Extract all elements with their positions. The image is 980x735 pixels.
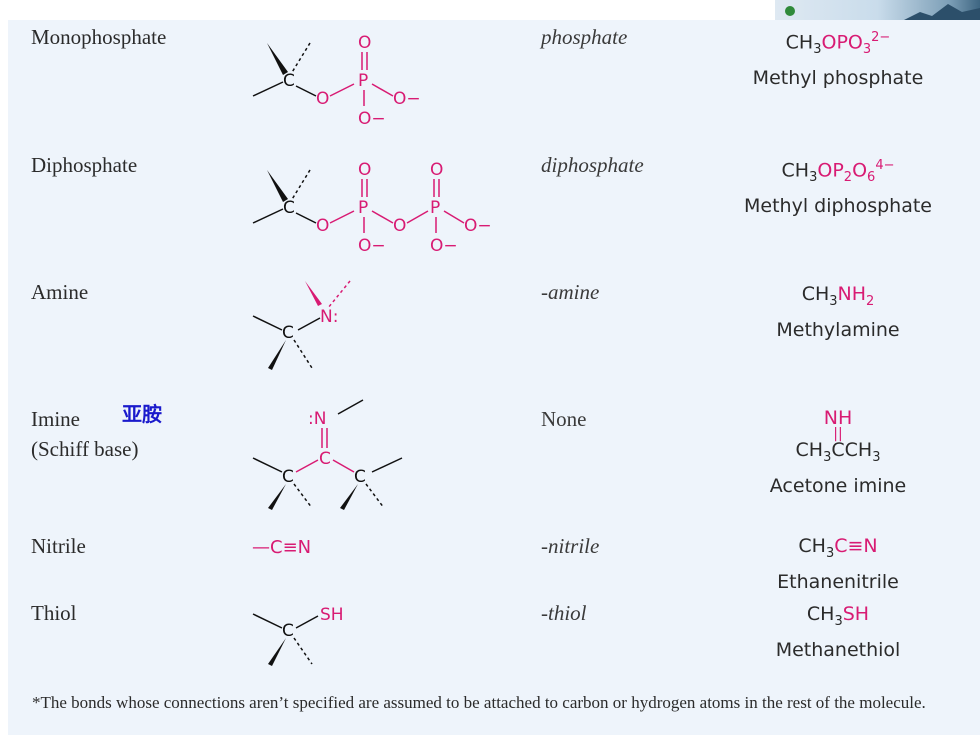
svg-text:C: C (282, 467, 294, 487)
svg-text:O: O (430, 160, 443, 180)
group-name-thiol: Thiol (31, 601, 77, 625)
example-methylamine: CH3NH2 Methylamine (776, 283, 900, 341)
example-methyl-diphosphate: CH3OP2O64− Methyl diphosphate (744, 158, 932, 218)
monophosphate-structure: C O P O O− O− (252, 33, 421, 129)
example-methanethiol: CH3SH Methanethiol (775, 603, 901, 661)
mountain-graphic (900, 4, 980, 22)
example-ethanenitrile: CH3C≡N Ethanenitrile (777, 535, 899, 593)
svg-text::N: :N (308, 409, 326, 429)
svg-text:O: O (358, 160, 371, 180)
suffix-diphosphate: diphosphate (541, 153, 644, 177)
svg-text:O−: O− (464, 216, 492, 236)
svg-text:C: C (354, 467, 366, 487)
example-acetone-imine: NH || CH3CCH3 Acetone imine (769, 407, 907, 497)
svg-text:O−: O− (358, 109, 386, 129)
suffix-phosphate: phosphate (541, 25, 628, 49)
svg-text:O: O (316, 89, 329, 109)
suffix-none: None (541, 407, 587, 431)
svg-text:P: P (358, 71, 368, 91)
svg-text:C: C (282, 323, 294, 343)
svg-text:—C≡N: —C≡N (252, 537, 311, 558)
svg-text:O−: O− (393, 89, 421, 109)
chinese-annotation: 亚胺 (122, 402, 162, 426)
formula-methyl-phosphate: CH3OPO32− (785, 30, 891, 58)
example-methyl-phosphate: CH3OPO32− Methyl phosphate (708, 27, 968, 89)
imine-structure: :N C C C (252, 399, 403, 510)
group-name-monophosphate: Monophosphate (31, 25, 167, 49)
nitrile-structure: —C≡N (252, 537, 311, 558)
suffix-thiol: -thiol (541, 601, 587, 625)
svg-text:O: O (393, 216, 406, 236)
svg-text:C: C (319, 449, 331, 469)
group-name-imine: Imine (31, 407, 80, 431)
svg-text:N:: N: (320, 307, 338, 327)
svg-text:C: C (282, 621, 294, 641)
svg-text:C: C (283, 198, 295, 218)
svg-text:O: O (358, 33, 371, 53)
carbon-label: C (283, 71, 295, 91)
svg-text:O: O (316, 216, 329, 236)
logo-emblem-icon (785, 6, 795, 16)
group-name-schiff-base: (Schiff base) (31, 437, 139, 461)
diphosphate-structure: C O P O O− O P O O− O− (252, 160, 492, 256)
footnote: *The bonds whose connections aren’t spec… (32, 693, 926, 712)
svg-text:O−: O− (430, 236, 458, 256)
svg-text:SH: SH (320, 605, 344, 625)
suffix-nitrile: -nitrile (541, 534, 600, 558)
svg-text:P: P (430, 198, 440, 218)
amine-structure: N: C (252, 280, 351, 370)
svg-text:O−: O− (358, 236, 386, 256)
suffix-amine: -amine (541, 280, 600, 304)
svg-text:P: P (358, 198, 368, 218)
group-name-amine: Amine (31, 280, 89, 304)
header-logo-banner (775, 0, 980, 22)
group-name-diphosphate: Diphosphate (31, 153, 138, 177)
thiol-structure: C SH (252, 605, 344, 666)
group-name-nitrile: Nitrile (31, 534, 86, 558)
functional-groups-table (8, 20, 980, 735)
